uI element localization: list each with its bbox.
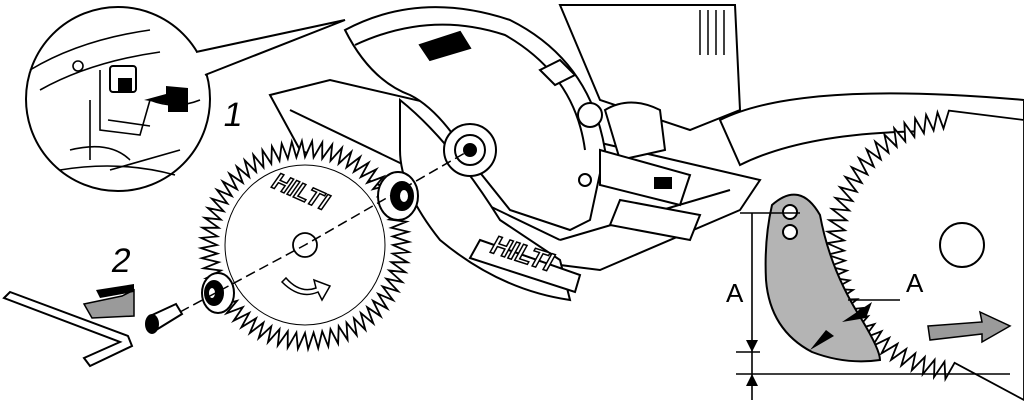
- inner-flange: [377, 171, 419, 221]
- outer-flange: [201, 272, 235, 314]
- clamping-bolt: [145, 302, 184, 334]
- feed-direction-arrow-icon: [927, 310, 1012, 344]
- hex-key: [2, 290, 134, 368]
- detail-blade-hole: [939, 222, 985, 268]
- dimension-label-left: A: [726, 278, 744, 308]
- circular-saw: [268, 4, 1024, 302]
- riving-knife-detail: [736, 109, 1024, 402]
- spindle-lock-button: [109, 65, 137, 93]
- tighten-arrow-icon: [82, 284, 135, 319]
- dimension-label-right: A: [906, 268, 924, 298]
- spindle-lock-detail-inset: [25, 6, 346, 192]
- blade-rotation-arrow-icon: [280, 276, 332, 302]
- assembly-axis: [179, 149, 471, 313]
- press-arrow-icon: [144, 86, 188, 112]
